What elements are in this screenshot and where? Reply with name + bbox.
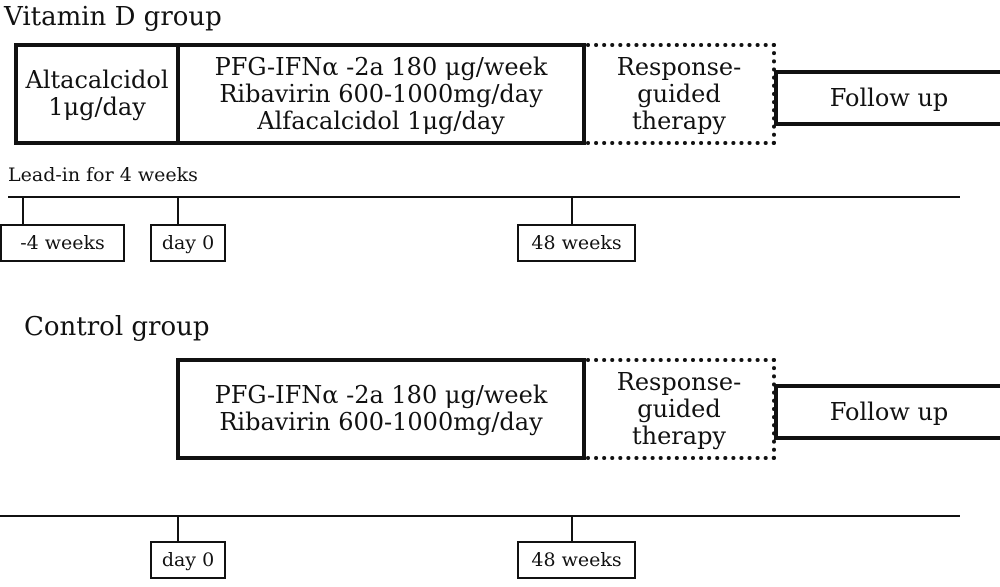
lead-in-duration-label: Lead-in for 4 weeks [8,164,198,186]
vitamin-d-group-title: Vitamin D group [4,2,222,32]
control-marker-48-weeks: 48 weeks [517,541,636,579]
marker-minus-4-weeks-label: -4 weeks [20,232,105,254]
timeline-tick-day-0 [177,196,179,224]
control-treatment-line-ifn: PFG-IFNα -2a 180 μg/week [214,381,548,409]
lead-in-drug-label: Altacalcidol [25,66,169,94]
control-timeline-tick-day-0 [177,515,179,543]
control-marker-48-weeks-label: 48 weeks [531,549,622,571]
control-follow-up-box: Follow up [774,384,1000,440]
response-line-1: Response- [616,52,742,81]
marker-day-0-label: day 0 [161,232,215,254]
vitamin-d-timeline [8,196,960,198]
control-follow-up-label: Follow up [829,397,949,426]
marker-minus-4-weeks: -4 weeks [0,224,125,262]
control-marker-day-0: day 0 [150,541,226,579]
timeline-tick-48-weeks [571,196,573,224]
control-response-line-2: guided [637,394,721,423]
treatment-line-alfacalcidol: Alfacalcidol 1μg/day [257,106,505,135]
control-group-title: Control group [24,312,210,342]
vitamin-d-treatment-box: PFG-IFNα -2a 180 μg/week Ribavirin 600-1… [176,43,586,145]
timeline-tick-minus-4-weeks [22,196,24,224]
vitamin-d-lead-in-box: Altacalcidol 1μg/day [14,43,180,145]
response-line-3: therapy [631,106,726,135]
control-timeline [0,515,960,517]
response-line-2: guided [637,79,721,108]
control-response-line-1: Response- [616,367,742,396]
lead-in-dose-label: 1μg/day [48,93,146,121]
marker-48-weeks: 48 weeks [517,224,636,262]
treatment-line-ribavirin: Ribavirin 600-1000mg/day [219,79,543,108]
marker-48-weeks-label: 48 weeks [531,232,622,254]
control-treatment-box: PFG-IFNα -2a 180 μg/week Ribavirin 600-1… [176,358,586,460]
control-treatment-line-ribavirin: Ribavirin 600-1000mg/day [219,408,543,436]
control-response-guided-box: Response- guided therapy [586,358,776,460]
follow-up-label: Follow up [829,83,949,112]
control-response-line-3: therapy [631,421,726,450]
control-timeline-tick-48-weeks [571,515,573,543]
control-marker-day-0-label: day 0 [161,549,215,571]
vitamin-d-follow-up-box: Follow up [774,70,1000,126]
treatment-line-ifn: PFG-IFNα -2a 180 μg/week [214,52,548,81]
vitamin-d-response-guided-box: Response- guided therapy [586,43,776,145]
marker-day-0: day 0 [150,224,226,262]
